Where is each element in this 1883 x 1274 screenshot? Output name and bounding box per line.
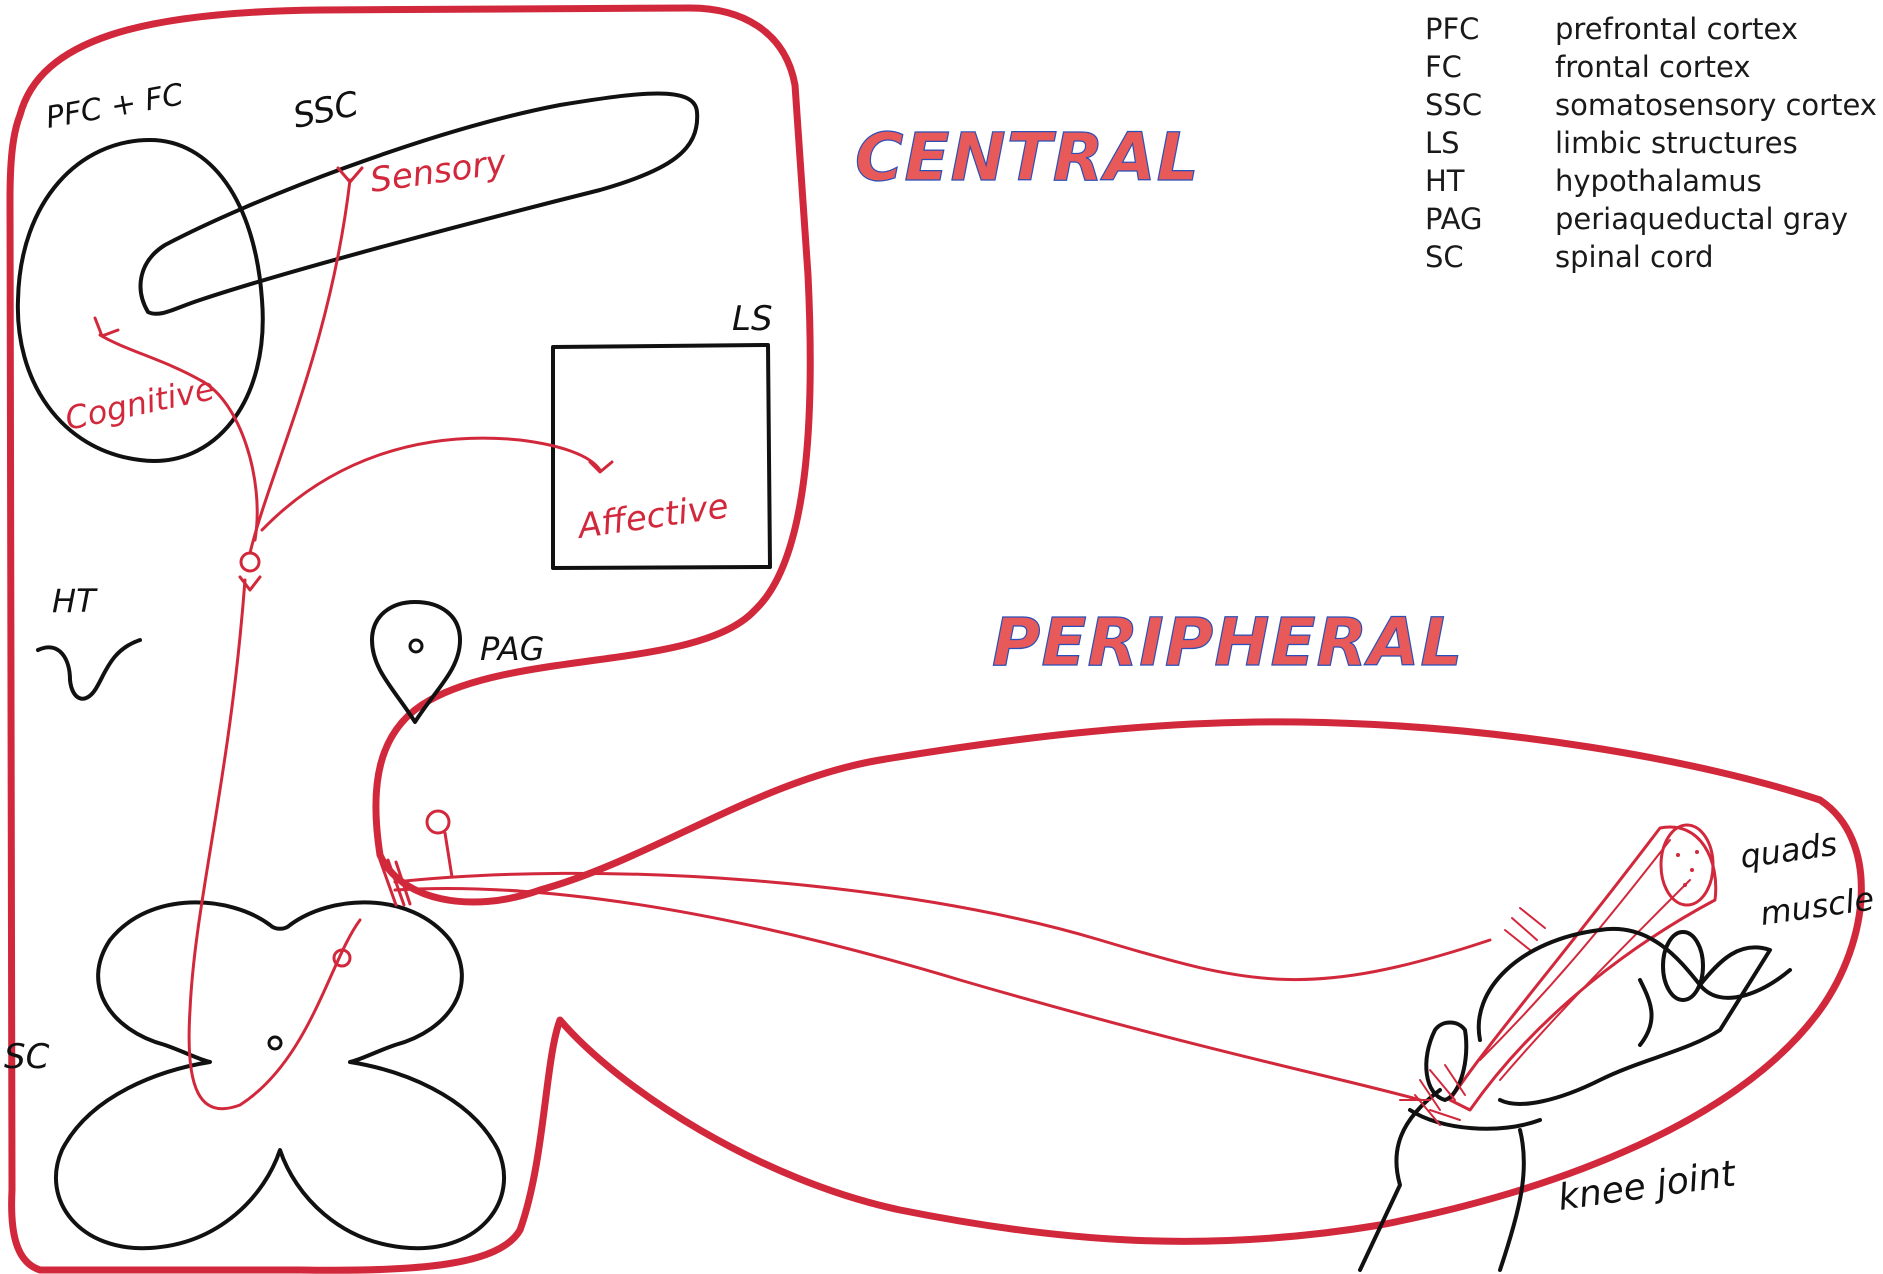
- afferent-nerve-lower: [393, 887, 1422, 1102]
- pag-symbol: [370, 600, 462, 724]
- sensory-terminal: [336, 166, 364, 184]
- bone-cross-section: [1661, 930, 1705, 1002]
- spinal-cord-shape: [54, 900, 506, 1251]
- fiber-dot: [1683, 883, 1687, 887]
- affective-branch: [260, 436, 602, 532]
- legend-row: PAG periaqueductal gray: [1425, 200, 1877, 238]
- ssc-shape: [138, 91, 700, 316]
- label-affective: Affective: [574, 486, 731, 547]
- quads-muscle: [1448, 825, 1718, 1112]
- ls-box: [551, 343, 772, 570]
- legend-row: LS limbic structures: [1425, 124, 1877, 162]
- label-pag: PAG: [480, 630, 544, 668]
- region-label-central: CENTRAL: [855, 119, 1200, 196]
- ht-symbol: [36, 638, 142, 701]
- legend-term: frontal cortex: [1555, 50, 1751, 84]
- label-sc: SC: [4, 1037, 50, 1077]
- ascending-tract: [187, 578, 362, 1111]
- relay-arrow: [238, 575, 262, 592]
- abbreviation-legend: PFC prefrontal cortex FC frontal cortex …: [1425, 10, 1877, 276]
- relay-neuron: [239, 551, 261, 573]
- cognitive-branch: [98, 333, 259, 542]
- central-canal: [267, 1035, 283, 1051]
- legend-row: HT hypothalamus: [1425, 162, 1877, 200]
- legend-term: spinal cord: [1555, 240, 1714, 274]
- quads-fibers: [1479, 839, 1691, 1081]
- knee-nerve-endings: [1399, 1064, 1466, 1126]
- legend-abbr: HT: [1425, 164, 1465, 198]
- body-outline: [6, 4, 1865, 1274]
- legend-abbr: LS: [1425, 126, 1460, 160]
- legend-term: prefrontal cortex: [1555, 12, 1799, 46]
- joint-capsule: [1408, 1108, 1542, 1131]
- drg-neuron: [425, 809, 451, 835]
- legend-abbr: PAG: [1425, 202, 1483, 236]
- drg-stalk: [443, 831, 454, 879]
- sensory-branch: [248, 178, 352, 555]
- legend-abbr: PFC: [1425, 12, 1480, 46]
- femur-bone: [1476, 926, 1772, 1106]
- label-ht: HT: [52, 582, 98, 620]
- femur-shaft: [1638, 968, 1792, 1047]
- fiber-dot: [1676, 853, 1680, 857]
- pfc-fc-circle: [15, 138, 265, 463]
- legend-row: SC spinal cord: [1425, 238, 1877, 276]
- label-ls: LS: [732, 299, 773, 339]
- afferent-nerve-upper: [393, 871, 1492, 982]
- label-cognitive: Cognitive: [62, 369, 218, 438]
- legend-term: periaqueductal gray: [1555, 202, 1849, 236]
- legend-row: SSC somatosensory cortex: [1425, 86, 1877, 124]
- legend-term: somatosensory cortex: [1555, 88, 1877, 122]
- legend-abbr: SC: [1425, 240, 1464, 274]
- dorsal-horn-neuron: [332, 948, 352, 968]
- label-ssc: SSC: [290, 84, 363, 137]
- label-pfc-fc: PFC + FC: [43, 77, 186, 136]
- legend-abbr: FC: [1425, 50, 1462, 84]
- region-label-peripheral: PERIPHERAL: [992, 604, 1463, 681]
- label-knee-joint: knee joint: [1556, 1153, 1740, 1219]
- patella: [1424, 1020, 1469, 1102]
- quads-cross-section: [1659, 823, 1715, 907]
- cognitive-terminal: [93, 316, 120, 338]
- legend-term: hypothalamus: [1555, 164, 1762, 198]
- legend-row: FC frontal cortex: [1425, 48, 1877, 86]
- tibia-bone: [1358, 1088, 1526, 1272]
- legend-row: PFC prefrontal cortex: [1425, 10, 1877, 48]
- fiber-dot: [1695, 850, 1699, 854]
- affective-terminal: [588, 460, 614, 474]
- label-quads-line1: quads: [1738, 825, 1840, 876]
- nerve-entry-marks: [378, 858, 412, 907]
- fiber-dot: [1690, 868, 1694, 872]
- legend-term: limbic structures: [1555, 126, 1798, 160]
- pag-center: [408, 638, 424, 654]
- legend-abbr: SSC: [1425, 88, 1483, 122]
